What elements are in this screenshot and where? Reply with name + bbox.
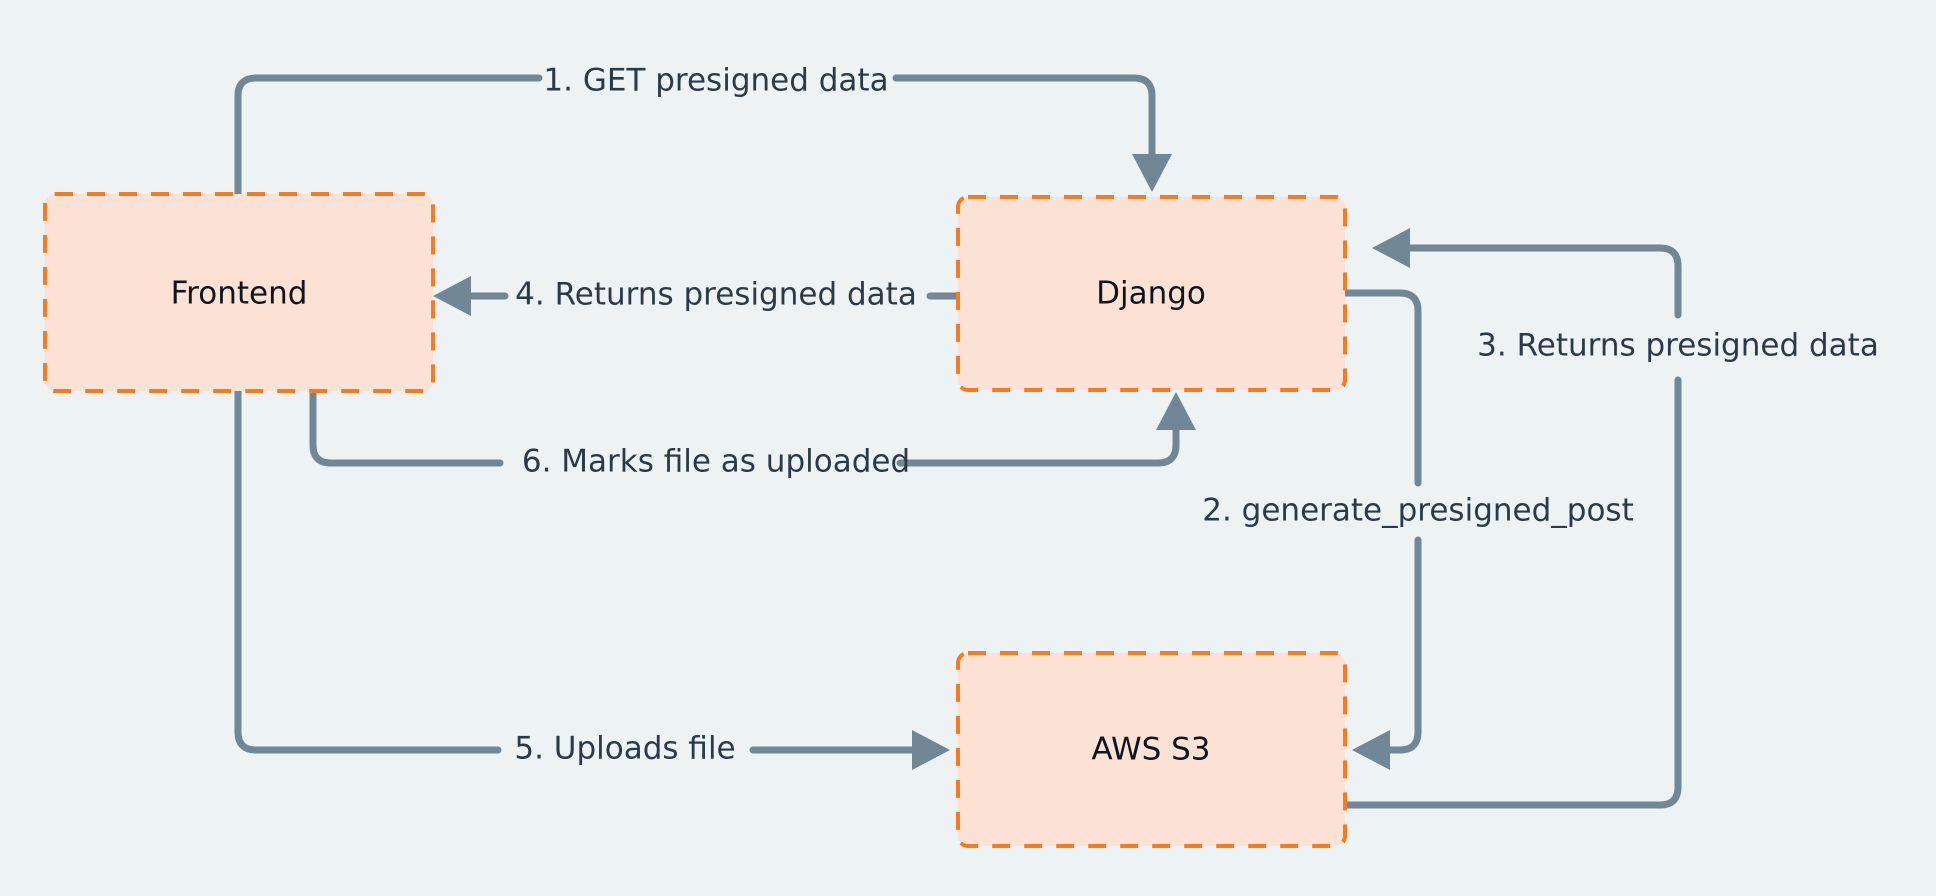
edge-4-arrowhead xyxy=(433,276,471,316)
node-frontend-label: Frontend xyxy=(171,276,308,312)
edge-4-label: 4. Returns presigned data xyxy=(515,277,917,313)
edge-2-segment-lower xyxy=(1376,536,1422,754)
node-django-label: Django xyxy=(1096,276,1206,312)
edge-1-arrowhead xyxy=(1132,154,1172,192)
edge-3-arrowhead xyxy=(1372,228,1410,268)
edge-3-segment-lower xyxy=(1341,376,1682,809)
edge-1-segment-right xyxy=(892,74,1156,169)
edge-6-arrowhead xyxy=(1156,392,1196,430)
edge-2-segment-upper xyxy=(1341,289,1422,487)
node-aws-s3-label: AWS S3 xyxy=(1091,732,1210,768)
edge-5-arrowhead xyxy=(912,730,950,770)
edge-2-arrowhead xyxy=(1352,730,1390,770)
node-aws-s3-box[interactable] xyxy=(956,651,1347,848)
node-aws-s3[interactable]: AWS S3 xyxy=(956,651,1347,848)
node-django-box[interactable] xyxy=(956,195,1347,392)
edge-5-label: 5. Uploads file xyxy=(514,731,735,767)
node-django[interactable]: Django xyxy=(956,195,1347,392)
node-frontend[interactable]: Frontend xyxy=(43,192,435,393)
node-frontend-box[interactable] xyxy=(43,192,435,393)
edge-3-segment-upper xyxy=(1396,244,1682,319)
edge-5-segment-left xyxy=(234,387,502,754)
edge-6-segment-left xyxy=(309,387,504,467)
edge-1-label: 1. GET presigned data xyxy=(543,63,888,99)
edge-3-label: 3. Returns presigned data xyxy=(1477,328,1879,364)
edge-6-segment-right xyxy=(896,415,1180,467)
edge-1-segment-left xyxy=(234,74,543,198)
edge-6-label: 6. Marks file as uploaded xyxy=(522,444,910,480)
edge-2-label: 2. generate_presigned_post xyxy=(1202,493,1633,529)
